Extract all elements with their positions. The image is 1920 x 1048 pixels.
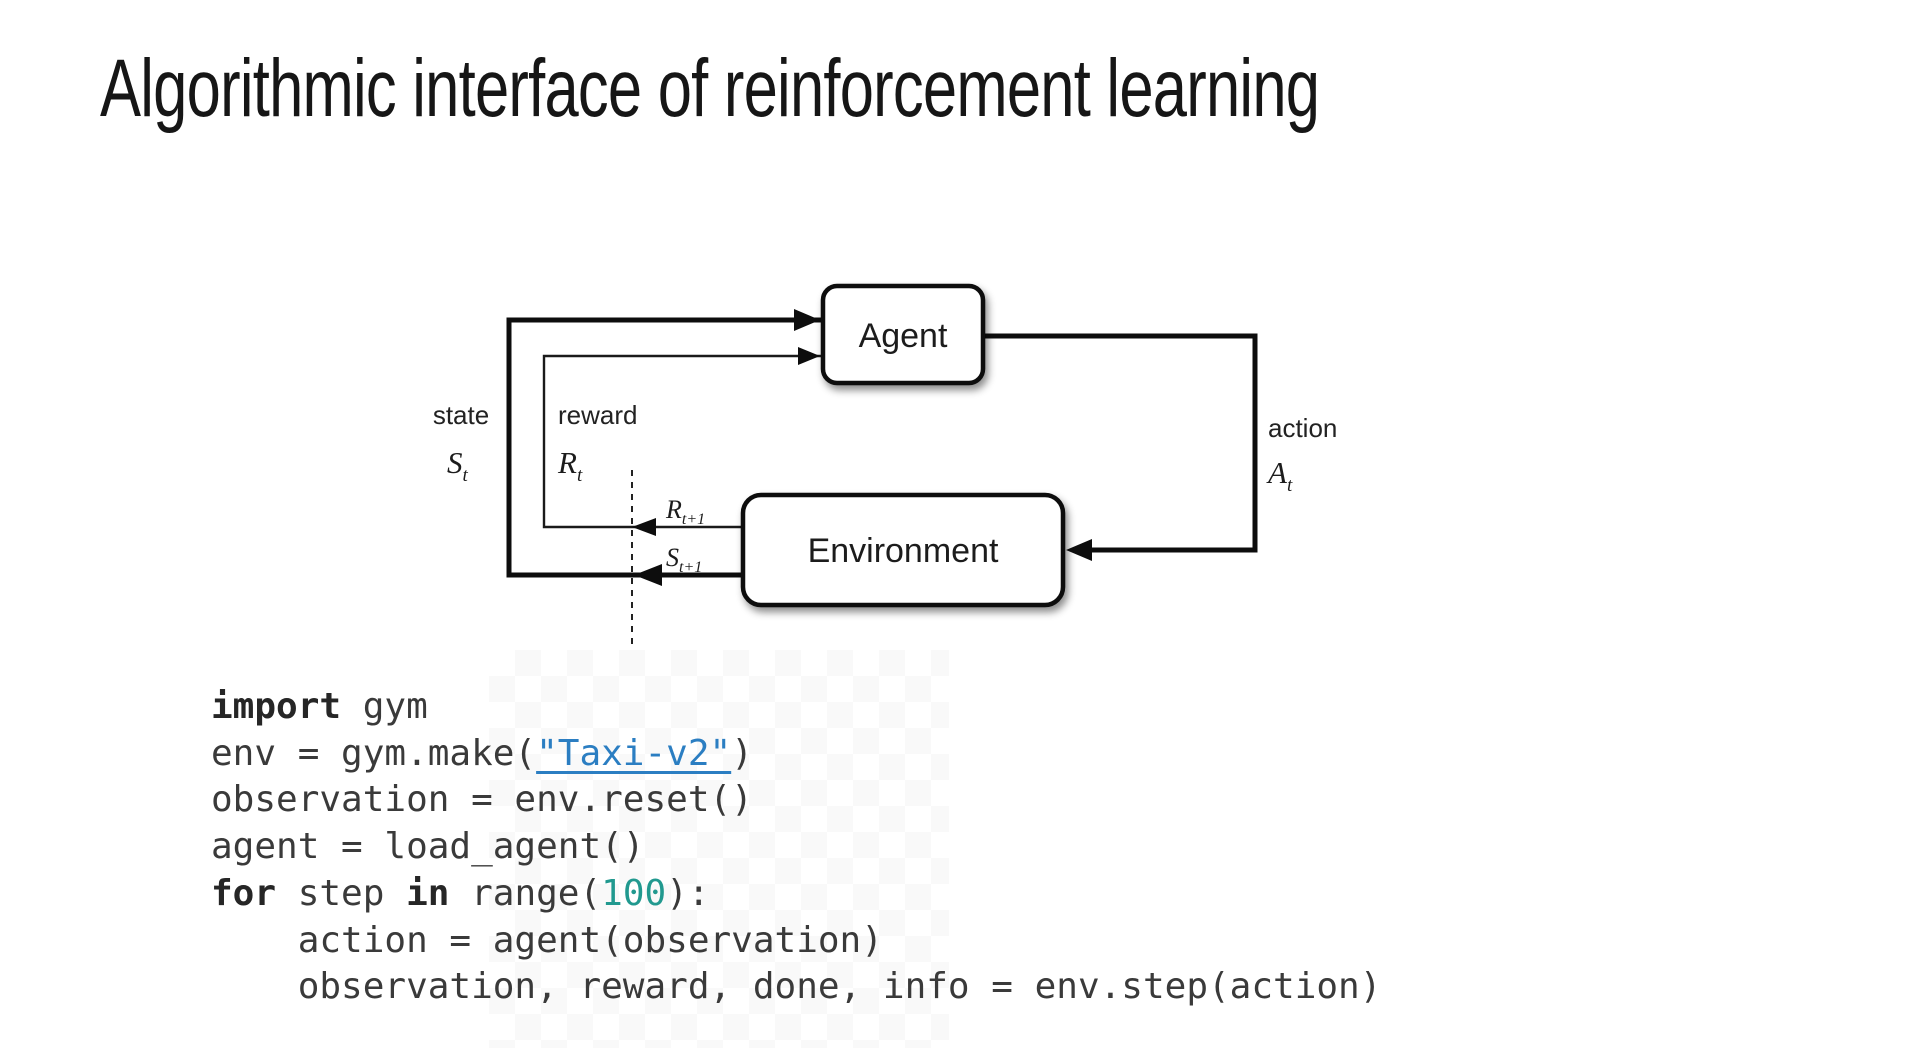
code-line: observation = env.reset() [211,777,1381,824]
code-text: observation, reward, done, info = env.st… [211,966,1382,1008]
code-text: ) [731,732,753,774]
code-text: gym [341,686,428,727]
state-label: state [433,400,489,430]
action-loop-wire [983,333,1258,553]
agent-box-label: Agent [859,317,948,355]
code-text: range( [449,872,602,914]
code-keyword: in [406,872,450,914]
code-line: agent = load_agent() [211,824,1381,871]
slide-title: Algorithmic interface of reinforcement l… [100,43,1320,134]
code-number: 100 [601,872,667,914]
agent-box [820,283,986,386]
state-arrowhead-icon [794,309,820,331]
action-arrowhead-icon [1066,539,1092,561]
next-state-arrowhead-icon [634,564,662,586]
code-text: ): [666,872,710,914]
action-label: action [1268,413,1337,443]
code-keyword: for [211,872,277,914]
code-text: step [276,872,407,914]
code-text: action = agent(observation) [211,919,883,961]
code-line: action = agent(observation) [211,918,1381,965]
state-loop-wire [506,317,823,578]
next-state-symbol: St+1 [666,543,702,576]
reward-label: reward [558,400,637,430]
code-keyword: import [211,686,342,727]
code-line: observation, reward, done, info = env.st… [211,964,1382,1011]
code-text: env = gym.make( [211,732,537,774]
code-text: observation = env.reset() [211,779,753,821]
action-symbol: At [1266,455,1293,496]
code-text: agent = load_agent() [211,826,645,868]
code-line: env = gym.make("Taxi-v2") [211,731,1381,778]
environment-box [740,492,1066,608]
reward-symbol: Rt [557,445,583,486]
taxi-v2-link[interactable]: "Taxi-v2" [536,732,732,774]
code-line: for step in range(100): [211,871,1381,918]
transparency-checker-artifact [489,650,949,1048]
code-line: import gym [211,684,1381,731]
next-reward-symbol: Rt+1 [665,495,705,528]
environment-box-label: Environment [808,532,999,570]
next-reward-arrowhead-icon [632,518,656,536]
state-symbol: St [447,445,469,486]
reward-arrowhead-icon [798,347,820,365]
